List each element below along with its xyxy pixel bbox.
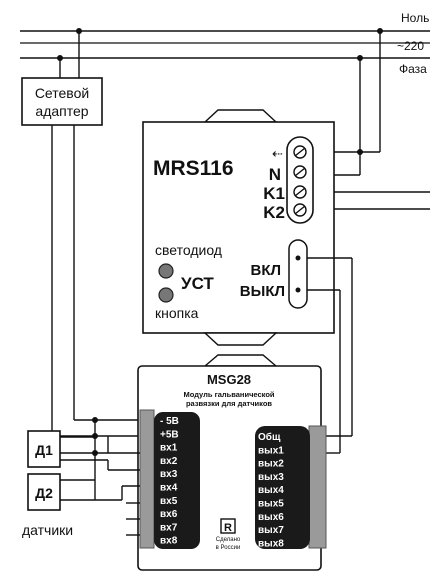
module-input-pin-0: - 5В (160, 416, 179, 427)
terminal-label-n: N (269, 165, 281, 184)
module-desc-1: Модуль гальванической (183, 390, 274, 399)
on-label: ВКЛ (250, 262, 281, 279)
made-in-label-1: Сделано (216, 537, 241, 543)
terminal-label-k1: K1 (263, 184, 285, 203)
sensor-d2-label: Д2 (35, 485, 53, 501)
sensor-d1-box (27, 430, 61, 468)
led-indicator (158, 263, 174, 279)
module-output-pin-1: вых1 (258, 445, 284, 456)
module-right-connector (308, 425, 327, 549)
module-output-pin-8: вых8 (258, 538, 284, 549)
module-output-pin-2: вых2 (258, 459, 284, 470)
module-input-pin-6: вх5 (160, 496, 178, 507)
set-button[interactable] (158, 287, 174, 303)
module-input-pin-9: вх8 (160, 536, 178, 547)
module-input-pin-7: вх6 (160, 509, 178, 520)
module-output-pin-4: вых4 (258, 485, 284, 496)
module-output-pin-3: вых3 (258, 472, 284, 483)
certification-logo-icon (220, 518, 236, 534)
ground-arrow-icon: ⇠ (272, 146, 283, 161)
button-label: кнопка (155, 305, 199, 321)
module-input-pin-5: вх4 (160, 483, 178, 494)
module-desc-2: развязки для датчиков (186, 399, 272, 408)
module-left-connector (139, 409, 155, 549)
relay-model: MRS116 (153, 157, 234, 180)
module-input-pin-4: вх3 (160, 469, 178, 480)
relay-top-tab (203, 109, 278, 123)
mains-label-1: Ноль (401, 11, 429, 25)
module-input-pin-1: +5В (160, 429, 179, 440)
adapter-label-1: Сетевой (35, 85, 89, 101)
module-input-panel (154, 412, 200, 549)
terminal-label-k2: K2 (263, 203, 285, 222)
off-label: ВЫКЛ (240, 283, 285, 300)
sensors-caption: датчики (22, 522, 73, 538)
svg-text:R: R (224, 522, 232, 534)
made-in-label-2: в России (216, 545, 241, 551)
module-model: MSG28 (207, 372, 251, 387)
module-output-pin-5: вых5 (258, 499, 284, 510)
sensor-d2-box (27, 473, 61, 511)
led-label: светодиод (155, 242, 222, 258)
relay-terminal-block (286, 136, 314, 224)
module-input-pin-2: вх1 (160, 443, 178, 454)
relay-input-terminal (288, 239, 308, 309)
set-label: УСТ (181, 274, 214, 293)
module-output-pin-6: вых6 (258, 512, 284, 523)
module-output-pin-0: Общ (258, 431, 281, 443)
network-adapter-box (21, 77, 103, 126)
mains-label-2: ~220 (397, 39, 424, 53)
module-input-pin-3: вх2 (160, 456, 178, 467)
module-output-pin-7: вых7 (258, 525, 284, 536)
sensor-d1-label: Д1 (35, 442, 53, 458)
mains-label-3: Фаза (399, 62, 427, 76)
module-input-pin-8: вх7 (160, 522, 178, 533)
module-output-panel (255, 426, 310, 549)
adapter-label-2: адаптер (35, 103, 88, 119)
